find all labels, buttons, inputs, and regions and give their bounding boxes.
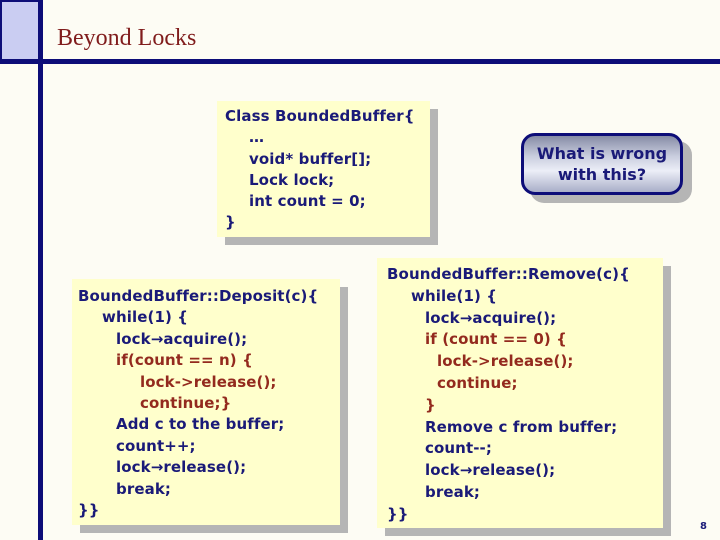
code-line: Add c to the buffer;	[116, 415, 285, 434]
code-line: lock→release();	[116, 458, 247, 477]
code-line: if(count == n) {	[116, 351, 253, 370]
code-line: Class BoundedBuffer{	[225, 107, 415, 125]
code-line: int count = 0;	[249, 192, 366, 211]
deposit-code-box: BoundedBuffer::Deposit(c){while(1) {lock…	[72, 279, 340, 525]
code-line: }	[425, 395, 436, 414]
code-line: BoundedBuffer::Deposit(c){	[78, 287, 319, 305]
code-line: while(1) {	[102, 308, 189, 327]
code-line: }}	[387, 504, 409, 523]
code-line: lock→release();	[425, 461, 556, 480]
callout-line-1: What is wrong	[536, 144, 668, 163]
remove-code-box: BoundedBuffer::Remove(c){while(1) {lock→…	[377, 258, 663, 528]
code-line: lock→acquire();	[116, 329, 248, 348]
code-line: break;	[425, 482, 481, 501]
page-number: 8	[700, 521, 707, 532]
code-line: count--;	[425, 439, 492, 458]
code-line: if (count == 0) {	[425, 330, 567, 349]
horizontal-rule	[0, 59, 720, 64]
vertical-rule	[38, 0, 43, 540]
callout-line-2: with this?	[557, 165, 647, 184]
class-definition-box: Class BoundedBuffer{ … void* buffer[]; Lock…	[217, 101, 430, 237]
code-line: continue;}	[140, 394, 232, 413]
code-line: lock->release();	[437, 352, 574, 371]
code-line: Remove c from buffer;	[425, 417, 618, 436]
what-is-wrong-callout: What is wrong with this?	[521, 133, 683, 195]
code-line: Lock lock;	[249, 170, 335, 189]
code-line: BoundedBuffer::Remove(c){	[387, 265, 630, 283]
corner-accent-square	[0, 0, 41, 63]
code-line: void* buffer[];	[249, 149, 372, 168]
code-line: count++;	[116, 436, 196, 455]
page-title: Beyond Locks	[57, 25, 197, 51]
code-line: …	[249, 128, 265, 147]
code-line: lock→acquire();	[425, 308, 557, 327]
code-line: break;	[116, 479, 172, 498]
code-line: }	[225, 213, 236, 232]
code-line: }}	[78, 501, 100, 520]
code-line: lock->release();	[140, 372, 277, 391]
code-line: continue;	[437, 373, 518, 392]
code-line: while(1) {	[411, 286, 498, 305]
